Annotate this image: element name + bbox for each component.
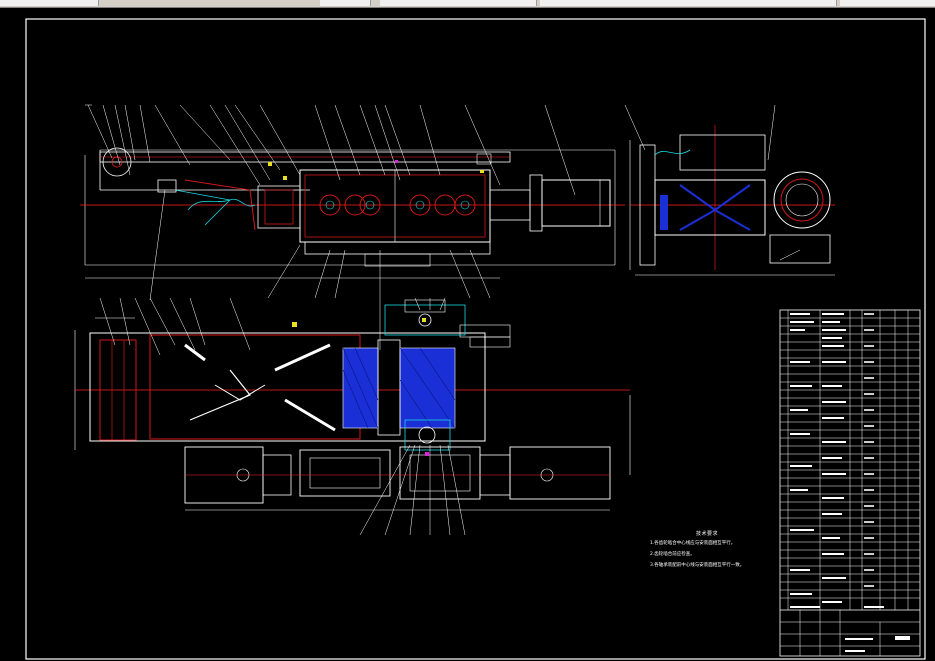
technical-requirements-notes: 1.各齿轮啮合中心线应与安装面相互平行。 2.齿轮啮合前应检查。 3.各轴承装配…: [650, 538, 775, 571]
toolbar-segment: [0, 0, 99, 6]
front-view: [80, 104, 625, 301]
outer-frame: [25, 18, 926, 660]
toolbar-icon-group[interactable]: [320, 0, 371, 6]
plan-view: [74, 297, 631, 536]
parts-list-text: [790, 313, 910, 652]
side-view: [624, 104, 835, 276]
note-line-2: 2.齿轮啮合前应检查。: [650, 552, 695, 557]
toolbar-field[interactable]: [380, 0, 537, 6]
technical-requirements-title: 技术要求: [696, 531, 719, 537]
note-line-3: 3.各轴承装配前中心线与安装面相互平行一致。: [650, 563, 745, 568]
toolbar-field[interactable]: [840, 0, 935, 6]
toolbar-field[interactable]: [540, 0, 837, 6]
application-toolbar: [0, 0, 935, 8]
parts-list-table: [779, 309, 921, 657]
note-line-1: 1.各齿轮啮合中心线应与安装面相互平行。: [650, 541, 736, 546]
cad-drawing-canvas[interactable]: 技术要求 1.各齿轮啮合中心线应与安装面相互平行。 2.齿轮啮合前应检查。 3.…: [0, 8, 935, 661]
drawing-svg: [25, 18, 926, 660]
